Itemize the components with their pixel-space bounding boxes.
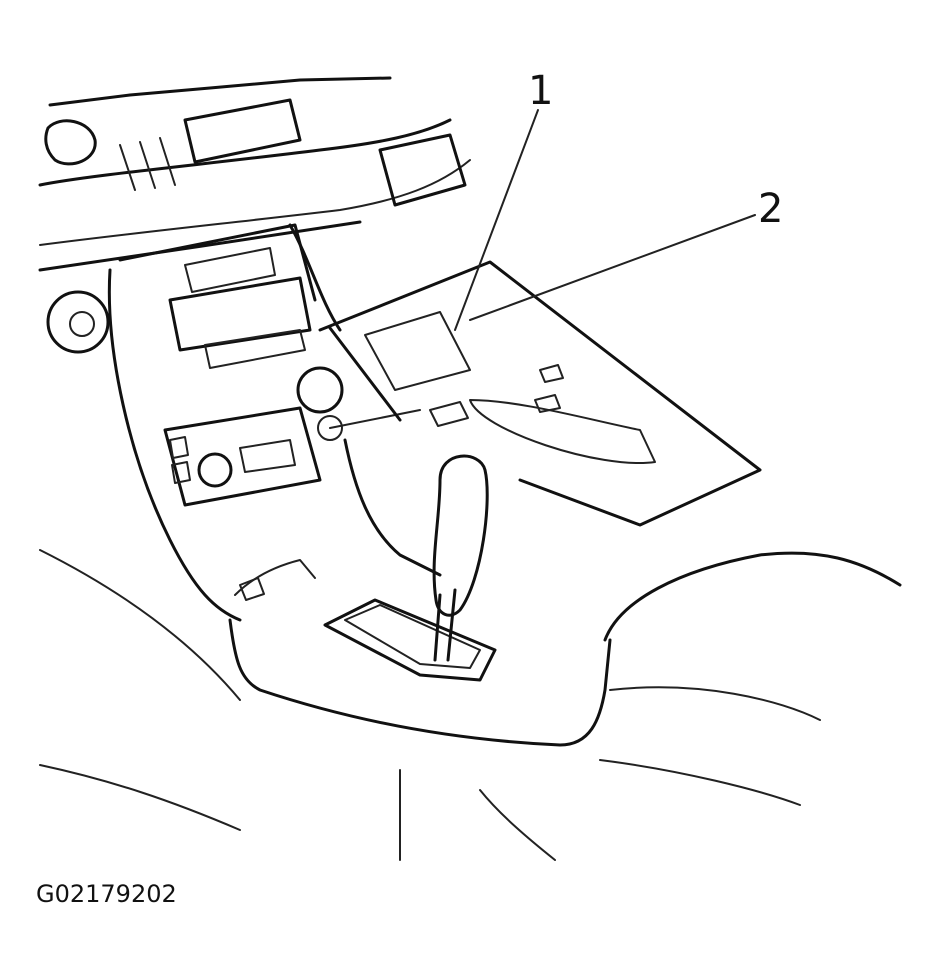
upper-dashboard [38,76,471,354]
leader-line-2 [469,214,756,321]
shift-lever [433,588,457,662]
armrest [603,551,902,642]
radio-unit [168,276,312,352]
leader-line-1 [454,109,539,331]
callout-1: 1 [454,68,553,331]
center-stack [107,223,442,622]
shift-knob [432,454,489,617]
round-gauge [46,290,110,354]
callout-label-1: 1 [528,68,553,114]
figure-id: G02179202 [36,880,177,908]
floor-console [39,260,902,861]
shifter-gate [323,598,497,682]
climate-knob [197,452,233,488]
callout-2: 2 [469,186,783,321]
callout-label-2: 2 [758,186,783,232]
